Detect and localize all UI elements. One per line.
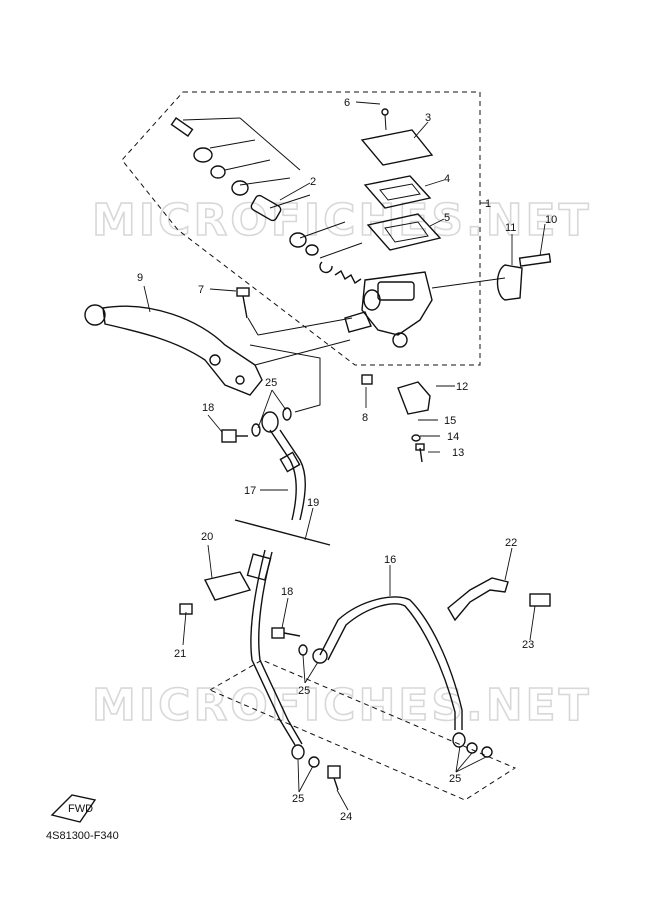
callout-23: 23 [522,639,534,651]
callout-18-lower: 18 [281,586,293,598]
cable-tie [234,519,331,546]
callout-18-upper: 18 [202,402,214,414]
callout-11: 11 [505,222,516,234]
handlebar-clamp [496,253,552,301]
leader-lines [143,101,546,811]
callout-25-middle: 25 [298,685,310,697]
brake-hose-upper [269,429,297,521]
diaphragm-plate [363,175,432,209]
callout-13: 13 [452,447,464,459]
callout-16: 16 [384,554,396,566]
watermark-bottom: MICROFICHES.NET [92,680,592,731]
callout-25-lower-right: 25 [449,773,461,785]
callout-21: 21 [174,648,186,660]
callout-4: 4 [444,173,450,185]
callout-15: 15 [444,415,456,427]
callout-numbers: 1 2 3 4 5 6 7 8 9 10 11 12 13 14 15 16 1… [137,97,557,823]
callout-24: 24 [340,811,352,823]
union-bolt-lower [271,627,328,664]
callout-17: 17 [244,485,256,497]
nut [361,374,373,385]
brake-pipe [447,577,551,622]
watermark-top: MICROFICHES.NET [92,195,592,246]
callout-8: 8 [362,412,368,424]
callout-22: 22 [505,537,517,549]
brake-light-switch [397,381,431,463]
kit-fan-lines [182,117,363,259]
hose-guide [179,571,252,615]
pivot-bolt [236,287,250,319]
callout-10: 10 [545,214,557,226]
brake-hose-lower [246,549,305,760]
callout-2: 2 [310,176,316,188]
callout-3: 3 [425,112,431,124]
callout-1: 1 [485,198,491,210]
callout-7: 7 [198,284,204,296]
diaphragm [366,213,442,251]
forward-arrow-icon: FWD [50,794,97,823]
bolt-path [249,344,321,413]
master-cylinder-kit-outline [121,91,481,366]
union-bolt-24 [327,765,341,791]
brake-lever [84,304,263,396]
callout-5: 5 [444,212,450,224]
union-bolt-upper [221,407,292,443]
callout-6: 6 [344,97,350,109]
callout-25-lower-left: 25 [292,793,304,805]
reservoir-cover [360,108,434,166]
callout-25-upper: 25 [265,377,277,389]
callout-14: 14 [447,431,459,443]
fwd-label: FWD [68,803,93,815]
diagram-code: 4S81300-F340 [46,830,119,842]
piston-kit [170,117,333,274]
callout-12: 12 [456,381,468,393]
spring [334,269,362,285]
callout-20: 20 [201,531,213,543]
callout-19: 19 [307,497,319,509]
master-cylinder-body [344,271,433,348]
callout-9: 9 [137,272,143,284]
hose-group-outline [208,659,517,801]
caliper-hose [319,596,466,748]
